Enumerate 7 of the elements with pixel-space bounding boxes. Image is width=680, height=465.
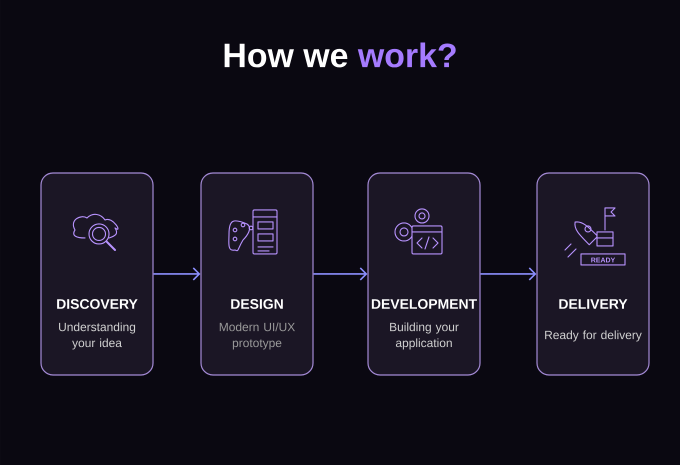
process-card: DESIGN Modern UI/UX prototype [200, 172, 314, 376]
arrow [154, 267, 200, 281]
title: How we work? [224, 42, 456, 68]
process-card: DISCOVERY Understanding your idea [40, 172, 154, 376]
arrow [314, 267, 368, 281]
arrow [480, 267, 536, 281]
process-card: DEVELOPMENT Building your application [367, 172, 481, 376]
